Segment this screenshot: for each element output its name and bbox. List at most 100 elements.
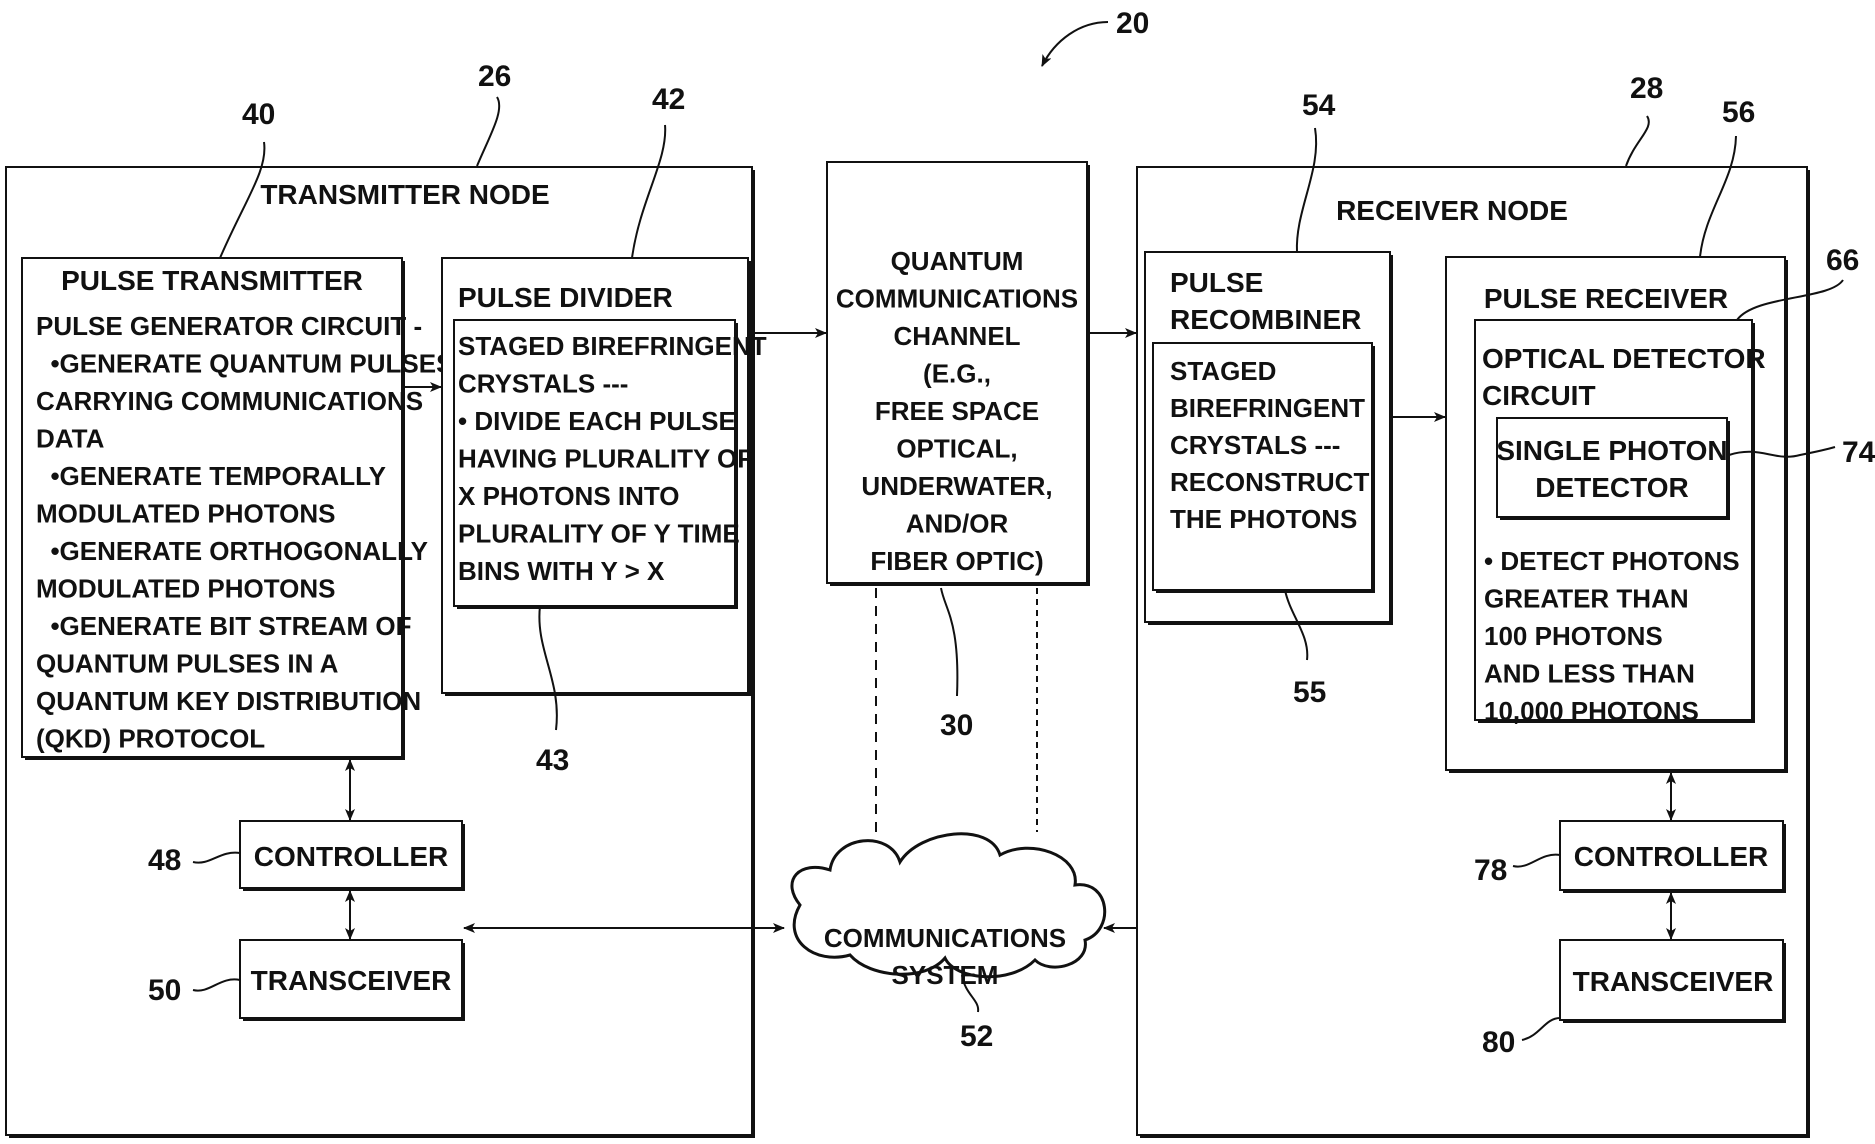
communications-system-line: COMMUNICATIONS <box>824 923 1066 953</box>
tx-transceiver-box <box>239 939 463 1019</box>
tx-controller-ref: 48 <box>148 844 181 877</box>
quantum-channel-text: QUANTUM COMMUNICATIONS CHANNEL (E.G., FREE S… <box>836 246 1078 576</box>
pulse-transmitter-line: QUANTUM PULSES IN A <box>36 649 339 679</box>
quantum-channel-ref: 30 <box>940 709 973 742</box>
pulse-transmitter: PULSE TRANSMITTER PULSE GENERATOR CIRCUI… <box>21 98 453 760</box>
divider-crystals-ref: 43 <box>536 744 569 777</box>
recombiner-crystals-line: CRYSTALS --- <box>1170 430 1340 460</box>
transmitter-node-title: TRANSMITTER NODE <box>260 179 549 210</box>
pulse-transmitter-line: MODULATED PHOTONS <box>36 499 335 529</box>
tx-controller-leader <box>192 851 241 864</box>
optical-detector-line: 100 PHOTONS <box>1484 621 1663 651</box>
quantum-channel-line: OPTICAL, <box>896 434 1017 464</box>
recombiner-crystals-box <box>1152 342 1373 591</box>
figure-ref-label: 20 <box>1116 7 1149 40</box>
tx-transceiver: TRANSCEIVER 50 <box>148 939 465 1021</box>
single-photon-detector-ref: 74 <box>1842 436 1875 469</box>
recombiner-crystals-leader <box>1284 589 1309 661</box>
pulse-transmitter-line: (QKD) PROTOCOL <box>36 724 265 754</box>
recombiner-crystals-line: BIREFRINGENT <box>1170 393 1365 423</box>
divider-crystals-line: HAVING PLURALITY OF <box>458 444 753 474</box>
rx-transceiver-leader <box>1521 1017 1561 1041</box>
divider-crystals-line: X PHOTONS INTO <box>458 481 680 511</box>
divider-crystals-line: • DIVIDE EACH PULSE <box>458 406 736 436</box>
tx-transceiver-ref: 50 <box>148 974 181 1007</box>
tx-controller: CONTROLLER 48 <box>148 820 465 891</box>
pulse-transmitter-line: CARRYING COMMUNICATIONS <box>36 386 423 416</box>
pulse-transmitter-leader <box>219 141 266 259</box>
pulse-transmitter-line: •GENERATE BIT STREAM OF <box>36 611 412 641</box>
communications-system-leader <box>961 974 980 1013</box>
quantum-channel: QUANTUM COMMUNICATIONS CHANNEL (E.G., FREE S… <box>752 161 1137 832</box>
optical-detector-title-line: OPTICAL DETECTOR <box>1482 343 1766 374</box>
recombiner-crystals-line: STAGED <box>1170 356 1276 386</box>
optical-detector-line: • DETECT PHOTONS <box>1484 546 1740 576</box>
divider-crystals-line: CRYSTALS --- <box>458 369 628 399</box>
rx-controller-box <box>1559 820 1784 891</box>
pulse-transmitter-ref: 40 <box>242 98 275 131</box>
pulse-transmitter-line: PULSE GENERATOR CIRCUIT - <box>36 311 422 341</box>
rx-transceiver: TRANSCEIVER 80 <box>1482 939 1786 1059</box>
pulse-transmitter-line: •GENERATE TEMPORALLY <box>36 461 386 491</box>
optical-detector-title: OPTICAL DETECTOR CIRCUIT <box>1482 343 1766 411</box>
pulse-receiver: PULSE RECEIVER 56 OPTICAL DETECTOR CIRCUI… <box>1445 96 1875 773</box>
optical-detector-line: GREATER THAN <box>1484 584 1689 614</box>
communications-system-ref: 52 <box>960 1020 993 1053</box>
cloud-shape <box>790 832 1107 979</box>
divider-crystals-line: STAGED BIREFRINGENT <box>458 331 767 361</box>
recombiner-crystals-ref: 55 <box>1293 676 1326 709</box>
communications-system-text: COMMUNICATIONS SYSTEM <box>824 923 1066 990</box>
figure-ref-arrow <box>1041 21 1109 67</box>
pulse-transmitter-line: MODULATED PHOTONS <box>36 574 335 604</box>
quantum-channel-leader <box>940 587 959 697</box>
quantum-channel-line: COMMUNICATIONS <box>836 284 1078 314</box>
communications-system-line: SYSTEM <box>892 960 999 990</box>
rx-transceiver-label: TRANSCEIVER <box>1573 966 1774 997</box>
single-photon-detector-box <box>1496 417 1728 518</box>
optical-detector-title-line: CIRCUIT <box>1482 380 1596 411</box>
pulse-recombiner-title-line: RECOMBINER <box>1170 304 1361 335</box>
pulse-divider-title: PULSE DIVIDER <box>458 282 673 313</box>
receiver-node-title: RECEIVER NODE <box>1336 195 1568 226</box>
recombiner-crystals-line: RECONSTRUCT <box>1170 467 1369 497</box>
transmitter-node-leader <box>476 96 501 167</box>
pulse-transmitter-line: QUANTUM KEY DISTRIBUTION <box>36 686 421 716</box>
pulse-transmitter-line: •GENERATE QUANTUM PULSES <box>36 349 453 379</box>
rx-transceiver-box <box>1559 939 1784 1021</box>
optical-detector-leader <box>1736 279 1844 321</box>
quantum-channel-box <box>826 161 1088 584</box>
pulse-receiver-ref: 56 <box>1722 96 1755 129</box>
pulse-divider-ref: 42 <box>652 83 685 116</box>
quantum-channel-line: CHANNEL <box>893 321 1020 351</box>
quantum-channel-line: (E.G., <box>923 359 991 389</box>
figure-ref: 20 <box>1041 7 1149 67</box>
quantum-channel-line: QUANTUM <box>891 246 1024 276</box>
pulse-transmitter-title: PULSE TRANSMITTER <box>61 265 363 296</box>
pulse-transmitter-box <box>21 257 403 758</box>
optical-detector-ref: 66 <box>1826 244 1859 277</box>
pulse-recombiner-leader <box>1295 127 1318 253</box>
quantum-channel-line: FIBER OPTIC) <box>870 546 1043 576</box>
quantum-channel-line: AND/OR <box>906 509 1009 539</box>
transmitter-node-ref: 26 <box>478 60 511 93</box>
quantum-channel-line: FREE SPACE <box>875 396 1039 426</box>
rx-controller-label: CONTROLLER <box>1574 841 1768 872</box>
single-photon-detector-line: DETECTOR <box>1535 472 1689 503</box>
tx-transceiver-leader <box>192 978 241 992</box>
pulse-recombiner-ref: 54 <box>1302 89 1336 122</box>
tx-transceiver-label: TRANSCEIVER <box>251 965 452 996</box>
pulse-transmitter-line: DATA <box>36 424 105 454</box>
rx-controller: CONTROLLER 78 <box>1474 820 1786 893</box>
pulse-receiver-leader <box>1699 135 1737 258</box>
receiver-node-leader <box>1625 115 1650 167</box>
divider-crystals-line: BINS WITH Y > X <box>458 556 665 586</box>
pulse-divider: PULSE DIVIDER STAGED BIREFRINGENT CRYSTAL… <box>441 83 767 777</box>
pulse-receiver-title: PULSE RECEIVER <box>1484 283 1728 314</box>
tx-controller-label: CONTROLLER <box>254 841 448 872</box>
quantum-channel-line: UNDERWATER, <box>861 471 1052 501</box>
